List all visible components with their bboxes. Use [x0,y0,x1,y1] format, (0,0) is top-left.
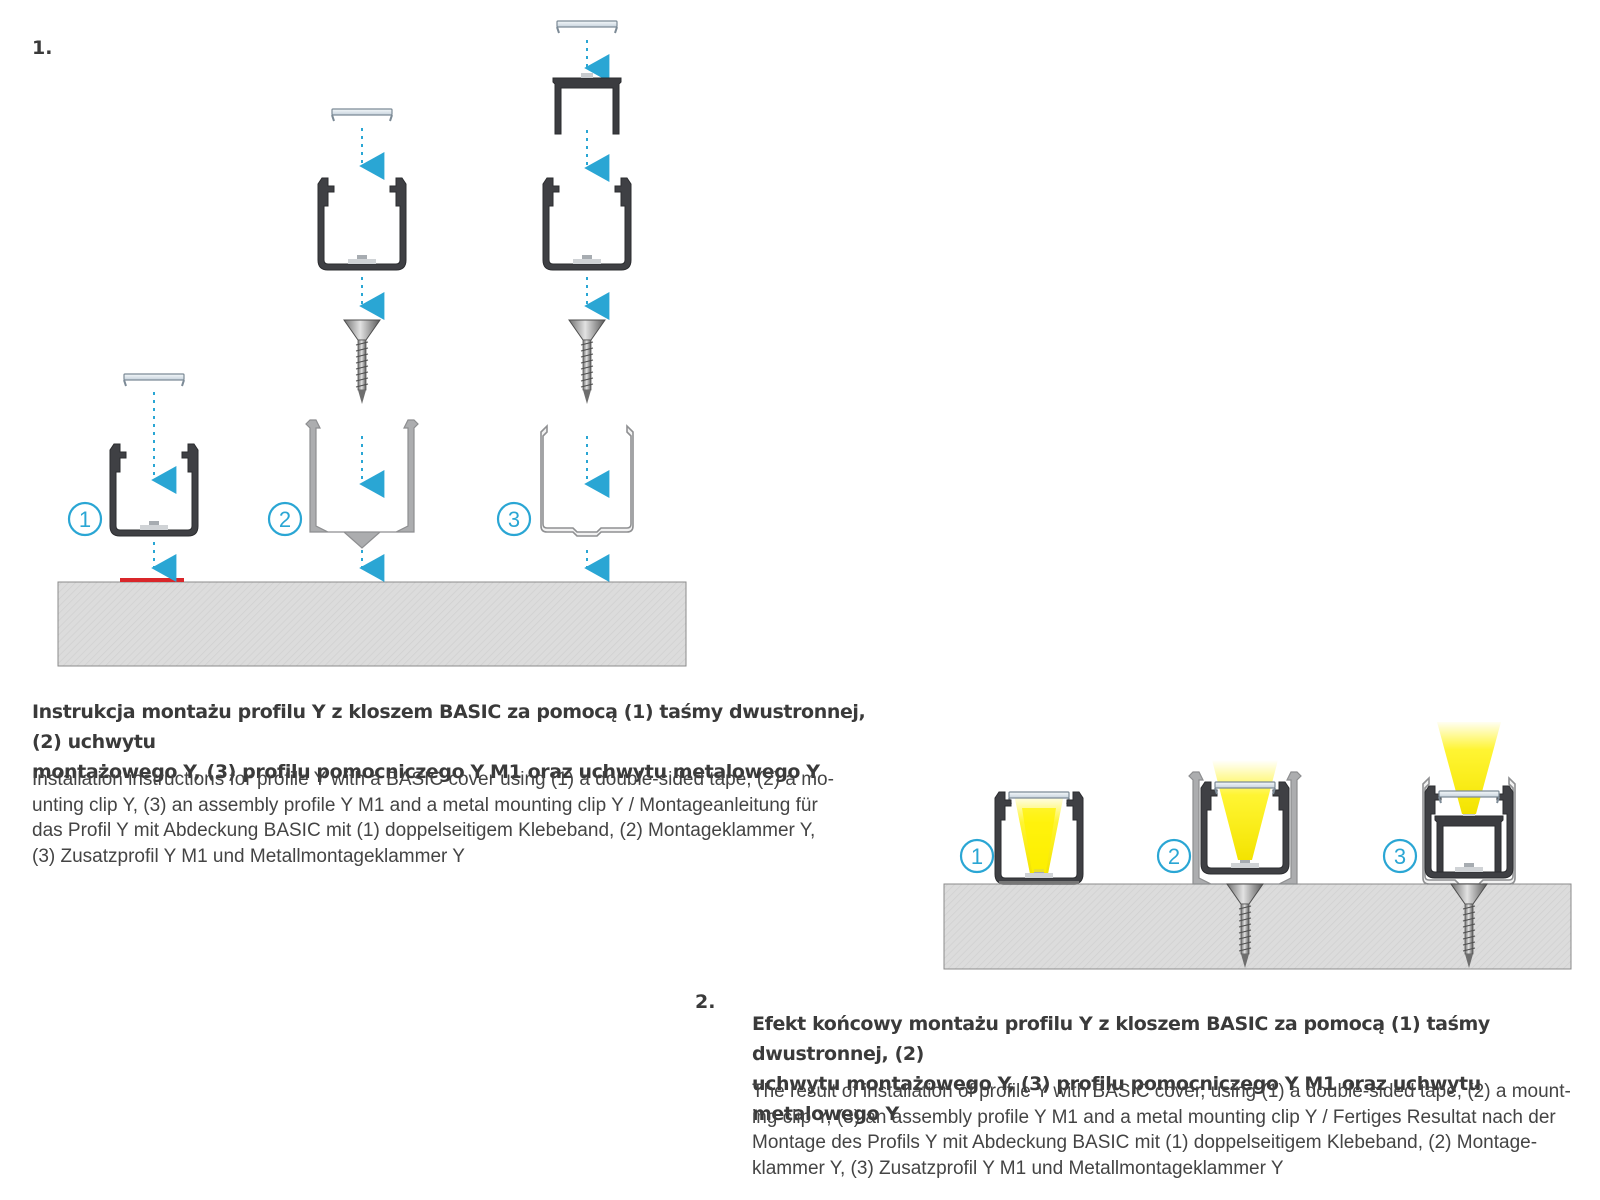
svg-text:1: 1 [971,844,983,869]
svg-text:2: 2 [279,507,291,532]
section1-heading-line2: montażowego Y, (3) profilu pomocniczego … [32,761,820,783]
section2-desc-line: ing clip Y, (3) an assembly profile Y M1… [752,1106,1556,1128]
svg-text:3: 3 [1394,844,1406,869]
marker-2-section2: 2 [1156,838,1192,874]
section2-desc-line: Montage des Profils Y mit Abdeckung BASI… [752,1132,1538,1153]
section1-desc-line: das Profil Y mit Abdeckung BASIC mit (1)… [32,820,816,841]
section2-desc-line: klammer Y, (3) Zusatzprofil Y M1 und Met… [752,1157,1284,1179]
section1-heading-line1: Instrukcja montażu profilu Y z kloszem B… [32,701,866,753]
section1-desc-line: unting clip Y, (3) an assembly profile Y… [32,794,818,816]
double-sided-tape [120,578,184,582]
result-3-metal-clip [1422,722,1516,969]
section2-heading-line2: uchwytu montażowego Y, (3) profilu pomoc… [752,1073,1481,1125]
marker-2-section1: 2 [267,501,303,537]
column-1-assembly [109,373,199,582]
column-3-assembly [540,20,634,582]
section1-description: Installation instructions for profile Y … [32,767,912,869]
section2-desc-line: The result of installation of profile Y … [752,1081,1571,1102]
step-number-1: 1. [32,37,53,59]
mounting-surface-1 [57,581,687,667]
svg-text:3: 3 [508,507,520,532]
svg-text:2: 2 [1168,844,1180,869]
section2-heading-line1: Efekt końcowy montażu profilu Y z klosze… [752,1013,1490,1065]
marker-1-section2: 1 [959,838,995,874]
marker-3-section2: 3 [1382,838,1418,874]
section1-desc-line: Installation instructions for profile Y … [32,769,834,790]
marker-1-section1: 1 [67,501,103,537]
step-number-2: 2. [695,991,716,1013]
svg-text:1: 1 [79,507,91,532]
section1-desc-line: (3) Zusatzprofil Y M1 und Metallmontagek… [32,845,465,867]
result-2-mounting-clip [1188,760,1302,969]
section2-heading: Efekt końcowy montażu profilu Y z klosze… [752,1009,1600,1129]
marker-3-section1: 3 [496,501,532,537]
section2-description: The result of installation of profile Y … [752,1079,1600,1181]
section1-heading: Instrukcja montażu profilu Y z kloszem B… [32,697,892,787]
result-1-tape [994,791,1084,885]
column-2-assembly [305,108,419,582]
